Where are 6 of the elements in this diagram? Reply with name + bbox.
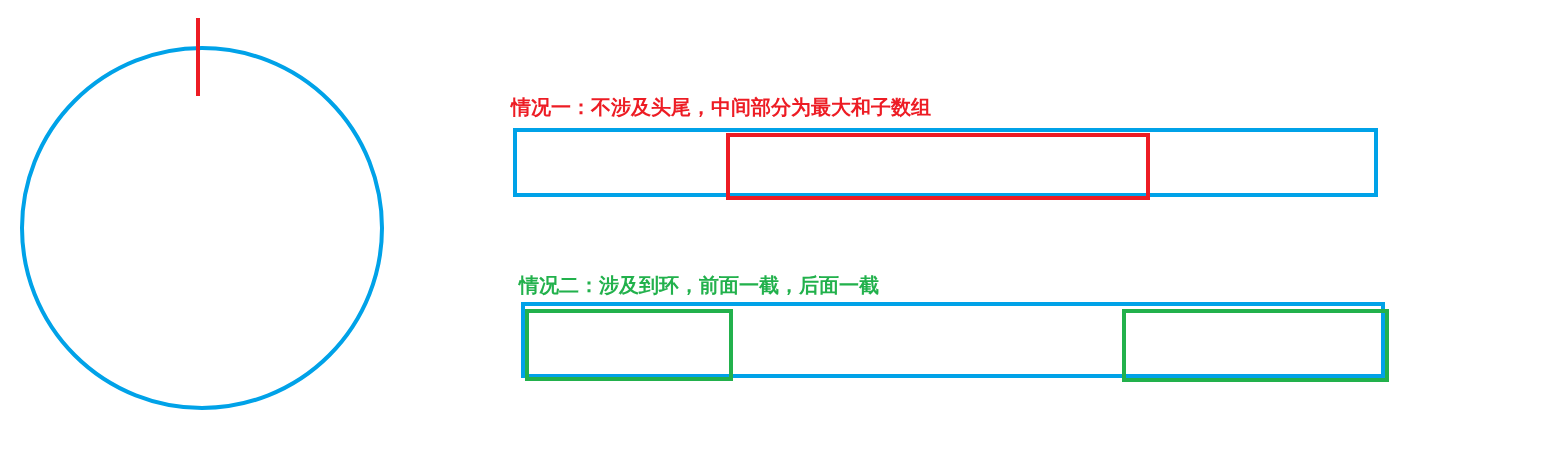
subarray-highlight xyxy=(726,133,1150,200)
ring-circle xyxy=(20,46,384,410)
case-heading: 情况一：不涉及头尾，中间部分为最大和子数组 xyxy=(511,94,931,121)
subarray-highlight xyxy=(525,309,733,381)
subarray-highlight xyxy=(1122,309,1389,382)
case-heading: 情况二：涉及到环，前面一截，后面一截 xyxy=(519,272,879,299)
